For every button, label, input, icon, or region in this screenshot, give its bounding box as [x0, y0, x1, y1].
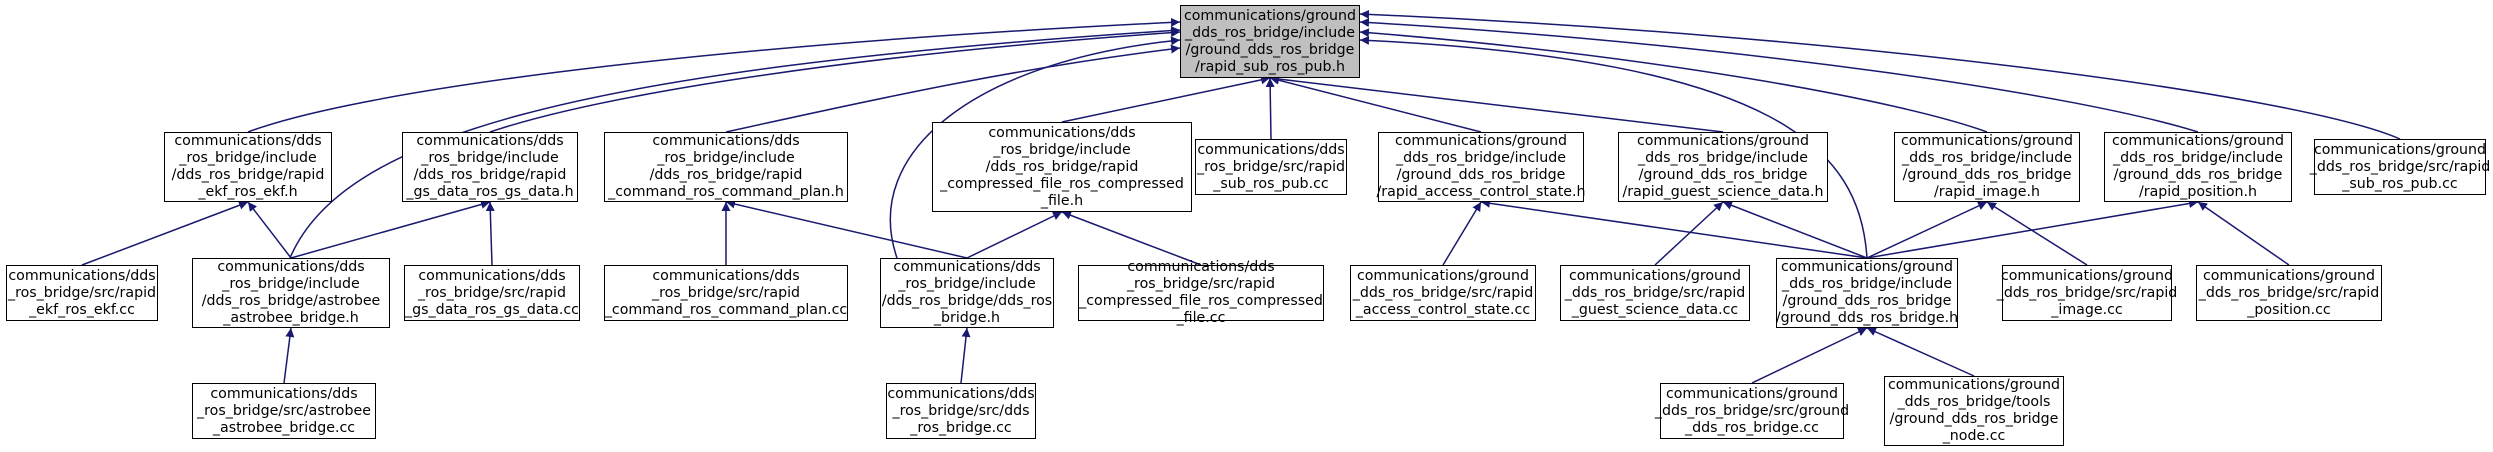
node-label: communications/dds _ros_bridge/include /…: [201, 259, 381, 326]
node-label: communications/dds _ros_bridge/include /…: [881, 259, 1053, 326]
node-label: communications/dds _ros_bridge/include /…: [940, 124, 1184, 209]
node-label: communications/ground _dds_ros_bridge/in…: [1183, 7, 1357, 75]
node-label: communications/ground _dds_ros_bridge/in…: [1622, 133, 1824, 200]
node-ground-dds-ros-bridge-h[interactable]: communications/ground _dds_ros_bridge/in…: [1776, 258, 1958, 328]
edge-image_cc-to-image_h: [1986, 201, 2088, 266]
edge-position_h-to-root: [1359, 18, 2199, 133]
edge-guest_cc-to-guest_h: [1654, 201, 1724, 266]
edge-astrobee_h-to-ekf_h: [247, 201, 292, 259]
node-label: communications/dds _ros_bridge/src/dds _…: [887, 385, 1035, 436]
node-rapid-image-cc[interactable]: communications/ground _dds_ros_bridge/sr…: [1997, 265, 2177, 321]
node-rapid-gs-data-ros-gs-data-h[interactable]: communications/dds _ros_bridge/include /…: [402, 132, 578, 202]
edge-ground_bridge_h-to-image_h: [1866, 201, 1988, 259]
edge-ground_bridge_h-to-position_h: [1866, 199, 2199, 259]
edge-dds_bridge_cc-to-dds_bridge_h: [960, 327, 971, 384]
node-label: communications/ground _dds_ros_bridge/sr…: [2198, 267, 2380, 318]
node-rapid-access-control-state-h[interactable]: communications/ground _dds_ros_bridge/in…: [1376, 132, 1586, 202]
node-dds-ros-bridge-h[interactable]: communications/dds _ros_bridge/include /…: [880, 258, 1054, 328]
node-ground-dds-ros-bridge-node-cc[interactable]: communications/ground _dds_ros_bridge/to…: [1884, 376, 2064, 446]
edge-compressed_cc-to-compressed_h: [1061, 211, 1202, 266]
node-label: communications/ground _dds_ros_bridge/in…: [2111, 133, 2285, 200]
node-rapid-command-ros-command-plan-h[interactable]: communications/dds _ros_bridge/include /…: [604, 132, 848, 202]
node-dds-ros-bridge-cc[interactable]: communications/dds _ros_bridge/src/dds _…: [886, 383, 1036, 439]
node-label: communications/ground _dds_ros_bridge/in…: [1775, 259, 1959, 326]
node-label: communications/ground _dds_ros_bridge/sr…: [2309, 141, 2491, 192]
edge-ground_bridge_h-to-guest_h: [1722, 201, 1868, 259]
node-ground-rapid-sub-ros-pub-cc[interactable]: communications/ground _dds_ros_bridge/sr…: [2310, 139, 2490, 195]
edge-access_h-to-root: [1269, 75, 1482, 133]
node-label: communications/dds _ros_bridge/include /…: [406, 133, 574, 200]
node-astrobee-bridge-cc[interactable]: communications/dds _ros_bridge/src/astro…: [192, 383, 376, 439]
node-label: communications/dds _ros_bridge/src/rapid…: [1196, 141, 1346, 192]
edge-dds_bridge_h-to-cmd_plan_h: [725, 199, 968, 259]
node-rapid-ekf-ros-ekf-cc[interactable]: communications/dds _ros_bridge/src/rapid…: [6, 265, 158, 321]
node-label: communications/ground _dds_ros_bridge/sr…: [1654, 385, 1850, 436]
node-rapid-command-ros-command-plan-cc[interactable]: communications/dds _ros_bridge/src/rapid…: [604, 265, 848, 321]
edge-ekf_cc-to-ekf_h: [81, 200, 249, 266]
node-rapid-position-h[interactable]: communications/ground _dds_ros_bridge/in…: [2104, 132, 2292, 202]
node-label: communications/dds _ros_bridge/include /…: [608, 133, 844, 200]
node-label: communications/ground _dds_ros_bridge/sr…: [1564, 267, 1746, 318]
node-label: communications/ground _dds_ros_bridge/in…: [1376, 133, 1586, 200]
node-rapid-ekf-ros-ekf-h[interactable]: communications/dds _ros_bridge/include /…: [164, 132, 332, 202]
edge-position_cc-to-position_h: [2197, 201, 2290, 266]
node-label: communications/dds _ros_bridge/src/rapid…: [1079, 259, 1323, 326]
edge-sub_pub_cc-to-root: [1265, 77, 1275, 140]
edge-astrobee_h-to-root: [289, 26, 1181, 259]
node-rapid-guest-science-data-cc[interactable]: communications/ground _dds_ros_bridge/sr…: [1560, 265, 1750, 321]
node-rapid-image-h[interactable]: communications/ground _dds_ros_bridge/in…: [1894, 132, 2080, 202]
edge-guest_h-to-root: [1269, 74, 1724, 133]
node-label: communications/dds _ros_bridge/include /…: [171, 133, 325, 200]
edge-astrobee_h-to-gs_data_h: [290, 200, 491, 259]
node-label: communications/dds _ros_bridge/src/rapid…: [7, 267, 157, 318]
node-dds-rapid-sub-ros-pub-cc[interactable]: communications/dds _ros_bridge/src/rapid…: [1195, 139, 1347, 195]
edge-dds_bridge_h-to-root: [889, 36, 1181, 259]
edge-g_sub_pub_cc-to-root: [1359, 9, 2401, 140]
node-label: communications/ground _dds_ros_bridge/sr…: [1352, 267, 1534, 318]
edge-ground_bridge_cc-to-ground_bridge_h: [1751, 327, 1868, 384]
node-rapid-compressed-file-cc[interactable]: communications/dds _ros_bridge/src/rapid…: [1078, 259, 1324, 326]
edge-image_h-to-root: [1359, 28, 1988, 133]
edge-astrobee_cc-to-astrobee_h: [283, 327, 295, 384]
node-rapid-guest-science-data-h[interactable]: communications/ground _dds_ros_bridge/in…: [1618, 132, 1828, 202]
edge-ground_bridge_h-to-root: [1359, 35, 1868, 259]
edge-dds_bridge_h-to-compressed_h: [966, 211, 1063, 259]
node-ground-dds-ros-bridge-cc[interactable]: communications/ground _dds_ros_bridge/sr…: [1655, 383, 1849, 439]
edge-compressed_h-to-root: [1061, 75, 1271, 123]
edge-ground_bridge_h-to-access_h: [1480, 198, 1868, 259]
edge-access_cc-to-access_h: [1442, 201, 1482, 266]
node-rapid-access-control-state-cc[interactable]: communications/ground _dds_ros_bridge/sr…: [1350, 265, 1536, 321]
node-label: communications/ground _dds_ros_bridge/in…: [1900, 133, 2074, 200]
node-label: communications/dds _ros_bridge/src/rapid…: [604, 267, 848, 318]
edge-ekf_h-to-root: [247, 17, 1181, 133]
node-rapid-gs-data-ros-gs-data-cc[interactable]: communications/dds _ros_bridge/src/rapid…: [404, 265, 580, 321]
node-astrobee-bridge-h[interactable]: communications/dds _ros_bridge/include /…: [192, 258, 390, 328]
node-rapid-compressed-file-h[interactable]: communications/dds _ros_bridge/include /…: [932, 122, 1192, 212]
node-label: communications/ground _dds_ros_bridge/sr…: [1996, 267, 2178, 318]
node-rapid-sub-ros-pub-h: communications/ground _dds_ros_bridge/in…: [1180, 5, 1360, 78]
node-rapid-position-cc[interactable]: communications/ground _dds_ros_bridge/sr…: [2196, 265, 2382, 321]
node-label: communications/dds _ros_bridge/src/astro…: [197, 385, 371, 436]
node-label: communications/ground _dds_ros_bridge/to…: [1887, 377, 2061, 444]
edge-gs_data_cc-to-gs_data_h: [485, 201, 495, 266]
edge-ground_node_cc-to-ground_bridge_h: [1866, 327, 1975, 377]
edge-cmd_plan_h-to-root: [725, 44, 1181, 133]
node-label: communications/dds _ros_bridge/src/rapid…: [405, 267, 579, 318]
edge-gs_data_h-to-root: [489, 28, 1181, 133]
